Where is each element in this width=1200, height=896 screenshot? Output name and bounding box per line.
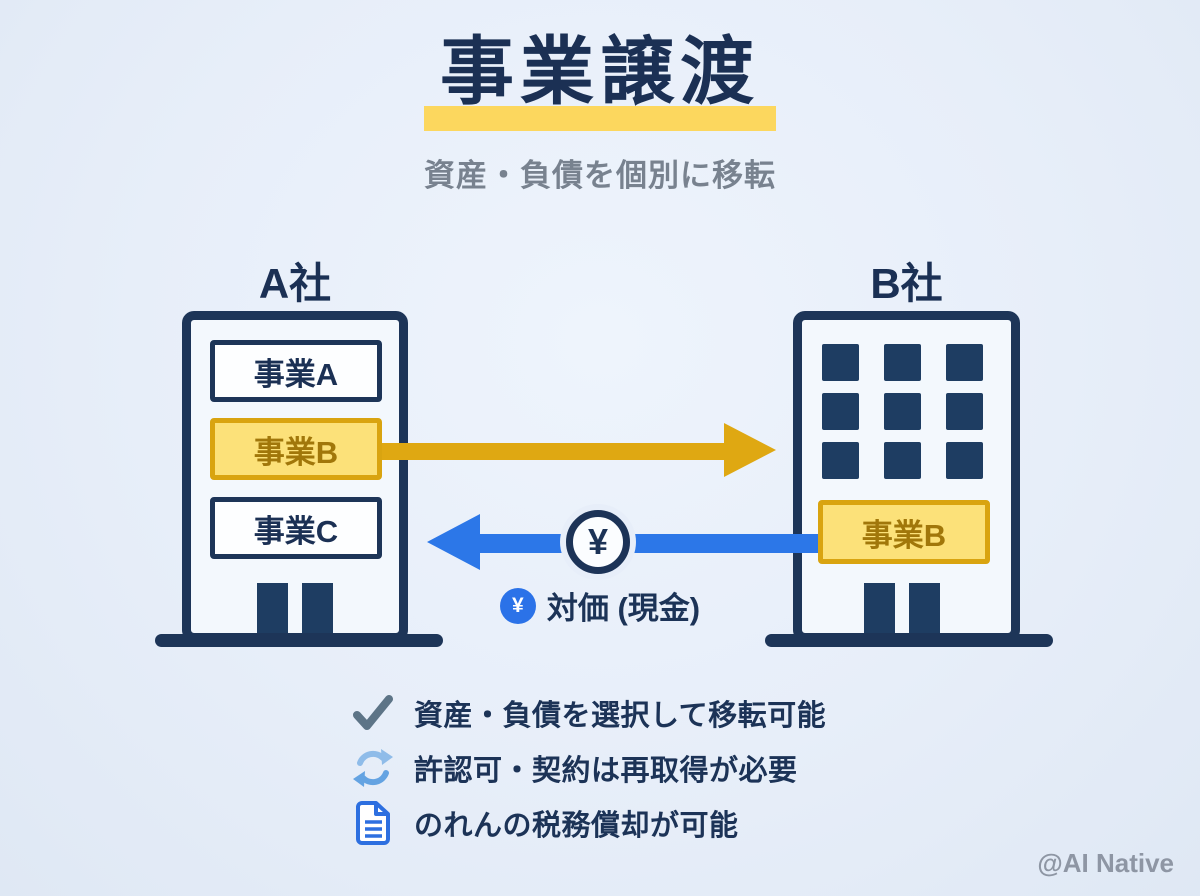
note-text: 資産・負債を選択して移転可能 bbox=[414, 700, 827, 732]
yen-coin-icon: ¥ bbox=[566, 510, 630, 574]
notes-list: 資産・負債を選択して移転可能 許認可・契約は再取得が必要 bbox=[352, 692, 826, 857]
door-icon bbox=[864, 583, 895, 633]
note-row: 資産・負債を選択して移転可能 bbox=[352, 692, 826, 734]
unit-box-a: 事業A bbox=[210, 340, 382, 402]
company-a-building: 事業A 事業B 事業C bbox=[182, 311, 408, 642]
transfer-arrow-icon bbox=[382, 423, 776, 477]
company-b-building: 事業B bbox=[793, 311, 1020, 642]
document-icon bbox=[352, 801, 394, 845]
ground-line-a bbox=[155, 634, 443, 647]
refresh-icon bbox=[352, 748, 394, 788]
unit-box-b-destination: 事業B bbox=[818, 500, 990, 564]
title-highlight-bar bbox=[424, 106, 776, 131]
page-title: 事業譲渡 bbox=[440, 30, 760, 113]
page-subtitle: 資産・負債を個別に移転 bbox=[424, 158, 776, 193]
window-icon bbox=[884, 344, 921, 381]
yen-badge-icon: ¥ bbox=[499, 587, 536, 624]
payment-label: 対価 (現金) bbox=[546, 591, 701, 626]
yen-badge-symbol: ¥ bbox=[512, 593, 524, 617]
check-icon bbox=[352, 695, 394, 731]
door-icon bbox=[302, 583, 333, 633]
window-icon bbox=[946, 393, 983, 430]
note-row: 許認可・契約は再取得が必要 bbox=[352, 747, 826, 789]
yen-coin-symbol: ¥ bbox=[587, 521, 609, 562]
watermark: @AI Native bbox=[1037, 848, 1174, 878]
company-b-label: B社 bbox=[870, 260, 943, 307]
unit-box-c: 事業C bbox=[210, 497, 382, 559]
window-icon bbox=[884, 442, 921, 479]
payment-caption: ¥ 対価 (現金) bbox=[0, 583, 1200, 628]
door-icon bbox=[257, 583, 288, 633]
door-icon bbox=[909, 583, 940, 633]
window-icon bbox=[946, 442, 983, 479]
windows-grid bbox=[822, 344, 983, 479]
window-icon bbox=[822, 442, 859, 479]
window-icon bbox=[822, 344, 859, 381]
window-icon bbox=[884, 393, 921, 430]
unit-box-b-source: 事業B bbox=[210, 418, 382, 480]
note-text: のれんの税務償却が可能 bbox=[414, 810, 739, 842]
company-a-label: A社 bbox=[258, 260, 332, 307]
note-row: のれんの税務償却が可能 bbox=[352, 801, 826, 845]
note-text: 許認可・契約は再取得が必要 bbox=[414, 755, 798, 787]
ground-line-b bbox=[765, 634, 1053, 647]
window-icon bbox=[946, 344, 983, 381]
window-icon bbox=[822, 393, 859, 430]
